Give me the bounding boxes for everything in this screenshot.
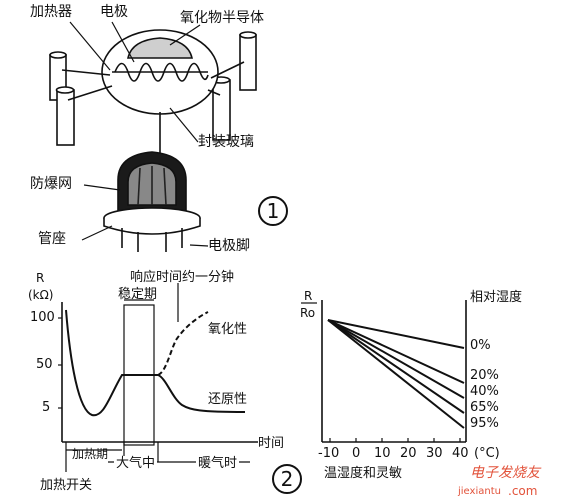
label-warm: 暖气时 — [196, 456, 240, 472]
wire — [67, 85, 113, 101]
label-relative-humidity: 相对湿度 — [470, 290, 523, 305]
wire — [210, 61, 245, 79]
figure-number-2: 2 — [272, 464, 302, 494]
humidity-line-40 — [327, 319, 465, 399]
ylabel-unit: (kΩ) — [28, 288, 54, 302]
explosion-proof-cap — [117, 151, 187, 213]
label-oxidizing: 氧化性 — [208, 322, 248, 337]
wire — [61, 69, 111, 76]
watermark-text: 电子发烧友 — [470, 465, 540, 481]
label-in-air: 大气中 — [114, 456, 158, 472]
support-post-right-back — [239, 31, 257, 91]
label-heating-period: 加热期 — [72, 447, 109, 461]
oxide-semiconductor-blob — [127, 37, 193, 59]
label-reducing: 还原性 — [208, 392, 248, 407]
wire — [207, 89, 221, 96]
ylabel-r-top: R — [304, 289, 313, 303]
series-label-20: 20% — [470, 368, 499, 383]
tube-base — [103, 207, 201, 235]
humidity-line-20 — [327, 319, 465, 384]
resistance-axes — [61, 302, 258, 443]
watermark-site: jiexiantu — [458, 486, 501, 497]
oxidizing-curve — [157, 311, 209, 376]
humidity-lines — [327, 319, 465, 429]
ylabel-r: R — [36, 271, 45, 285]
humidity-line-0 — [327, 319, 465, 349]
ylabel-ro-bottom: Ro — [300, 306, 316, 320]
humidity-line-65 — [327, 319, 465, 414]
label-heating-switch: 加热开关 — [40, 478, 93, 493]
label-electrode: 电极 — [100, 4, 128, 20]
xlabel-humidity-caption: 温湿度和灵敏 — [324, 466, 403, 481]
label-oxide-semiconductor: 氧化物半导体 — [180, 10, 264, 26]
figure-number-1: 1 — [258, 196, 288, 226]
ytick-5: 5 — [42, 400, 51, 415]
xtick-unit: (°C) — [474, 446, 500, 461]
series-label-65: 65% — [470, 400, 499, 415]
support-post-left-front — [55, 86, 75, 146]
ytick-100: 100 — [30, 310, 55, 325]
label-stable-period: 稳定期 — [118, 287, 158, 302]
series-label-0: 0% — [470, 338, 491, 353]
label-heater: 加热器 — [30, 4, 72, 20]
humidity-x-ticks — [329, 438, 461, 442]
label-response-time: 响应时间约一分钟 — [130, 270, 235, 285]
series-label-40: 40% — [470, 384, 499, 399]
reducing-curve — [65, 309, 246, 417]
xtick-20: 20 — [400, 446, 417, 461]
label-sealing-glass: 封装玻璃 — [198, 134, 254, 150]
xtick-10: 10 — [374, 446, 391, 461]
xtick-30: 30 — [426, 446, 443, 461]
resistance-y-ticks — [58, 317, 62, 409]
xtick-0: 0 — [352, 446, 361, 461]
watermark-domain: .com — [508, 484, 538, 498]
humidity-axes — [301, 300, 467, 443]
ytick-50: 50 — [36, 357, 53, 372]
humidity-line-95 — [327, 319, 465, 429]
label-explosion-proof-mesh: 防爆网 — [30, 176, 72, 192]
label-tube-base: 管座 — [38, 231, 66, 247]
xtick-40: 40 — [452, 446, 469, 461]
label-electrode-pin: 电极脚 — [208, 238, 250, 254]
electrode-pins — [121, 228, 183, 252]
xtick-minus10: -10 — [318, 446, 340, 461]
series-label-95: 95% — [470, 416, 499, 431]
xlabel-time: 时间 — [258, 436, 285, 451]
